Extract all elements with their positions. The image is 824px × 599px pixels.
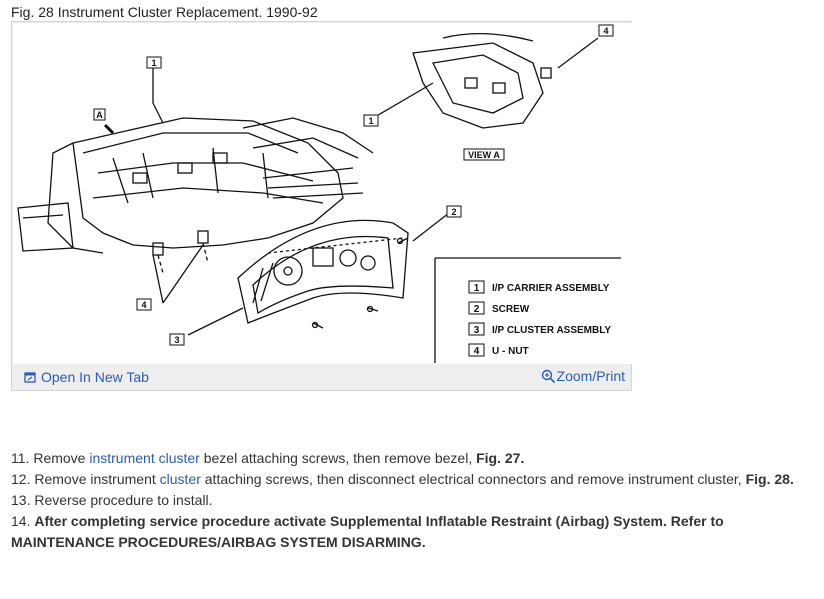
procedure-steps: 11. Remove instrument cluster bezel atta… bbox=[11, 448, 811, 553]
callout-box-1a bbox=[146, 56, 162, 69]
view-a-label: VIEW A bbox=[468, 150, 500, 160]
zoom-print-link[interactable]: Zoom/Print bbox=[541, 368, 625, 384]
diagram-legend: 1 2 3 4 I/P CARRIER ASSEMBLY SCREW I/P C… bbox=[468, 280, 611, 357]
instrument-cluster-link[interactable]: instrument cluster bbox=[89, 450, 200, 466]
step-14-number: 14. bbox=[11, 513, 31, 529]
open-in-new-tab-label: Open In New Tab bbox=[41, 369, 149, 385]
legend-num-4: 4 bbox=[474, 346, 480, 357]
callout-box-3 bbox=[169, 333, 185, 346]
step-11-number: 11. bbox=[11, 450, 30, 466]
step-11: 11. Remove instrument cluster bezel atta… bbox=[11, 448, 811, 469]
callout-4b: 4 bbox=[141, 300, 146, 310]
callout-2: 2 bbox=[451, 207, 456, 217]
zoom-icon bbox=[541, 369, 555, 383]
instrument-cluster-diagram[interactable]: 1 1 4 2 4 3 A VIEW A 1 2 bbox=[13, 23, 632, 364]
cluster-link[interactable]: cluster bbox=[159, 471, 201, 487]
callout-1b: 1 bbox=[368, 116, 373, 126]
figure-title: Fig. 28 Instrument Cluster Replacement. … bbox=[11, 4, 318, 20]
step-11-text-start: Remove bbox=[33, 450, 86, 466]
step-12-text-start: Remove instrument bbox=[34, 471, 156, 487]
callout-box-4b bbox=[136, 298, 152, 311]
callout-A: A bbox=[96, 110, 103, 120]
step-12-fig-ref: Fig. 28. bbox=[745, 471, 794, 487]
open-new-tab-icon bbox=[24, 372, 36, 383]
step-11-text-end: bezel attaching screws, then remove beze… bbox=[203, 450, 473, 466]
callout-box-A bbox=[93, 108, 106, 121]
legend-num-3: 3 bbox=[474, 325, 480, 336]
legend-text-1: I/P CARRIER ASSEMBLY bbox=[492, 283, 610, 294]
callout-1a: 1 bbox=[151, 58, 156, 68]
callout-box-2 bbox=[446, 205, 462, 218]
step-13: 13. Reverse procedure to install. bbox=[11, 490, 811, 511]
callout-3: 3 bbox=[174, 335, 179, 345]
zoom-print-label: Zoom/Print bbox=[556, 368, 625, 384]
open-in-new-tab-link[interactable]: Open In New Tab bbox=[24, 369, 149, 385]
step-14-text: After completing service procedure activ… bbox=[11, 513, 724, 550]
step-12-number: 12. bbox=[11, 471, 31, 487]
step-14: 14. After completing service procedure a… bbox=[11, 511, 811, 553]
figure-toolbar: Open In New Tab Zoom/Print bbox=[12, 365, 631, 391]
callout-box-1b bbox=[363, 114, 379, 127]
callout-4a: 4 bbox=[603, 26, 608, 36]
legend-text-2: SCREW bbox=[492, 304, 530, 315]
legend-text-4: U - NUT bbox=[492, 346, 529, 357]
legend-num-2: 2 bbox=[474, 304, 480, 315]
legend-text-3: I/P CLUSTER ASSEMBLY bbox=[492, 325, 611, 336]
step-12: 12. Remove instrument cluster attaching … bbox=[11, 469, 811, 490]
step-12-text-end: attaching screws, then disconnect electr… bbox=[204, 471, 742, 487]
callout-box-4a bbox=[598, 24, 614, 37]
step-13-text: Reverse procedure to install. bbox=[34, 492, 213, 508]
legend-num-1: 1 bbox=[474, 283, 480, 294]
step-13-number: 13. bbox=[11, 492, 31, 508]
figure-container: 1 1 4 2 4 3 A VIEW A 1 2 bbox=[11, 21, 632, 391]
view-a-box bbox=[463, 148, 505, 161]
step-11-fig-ref: Fig. 27. bbox=[476, 450, 525, 466]
